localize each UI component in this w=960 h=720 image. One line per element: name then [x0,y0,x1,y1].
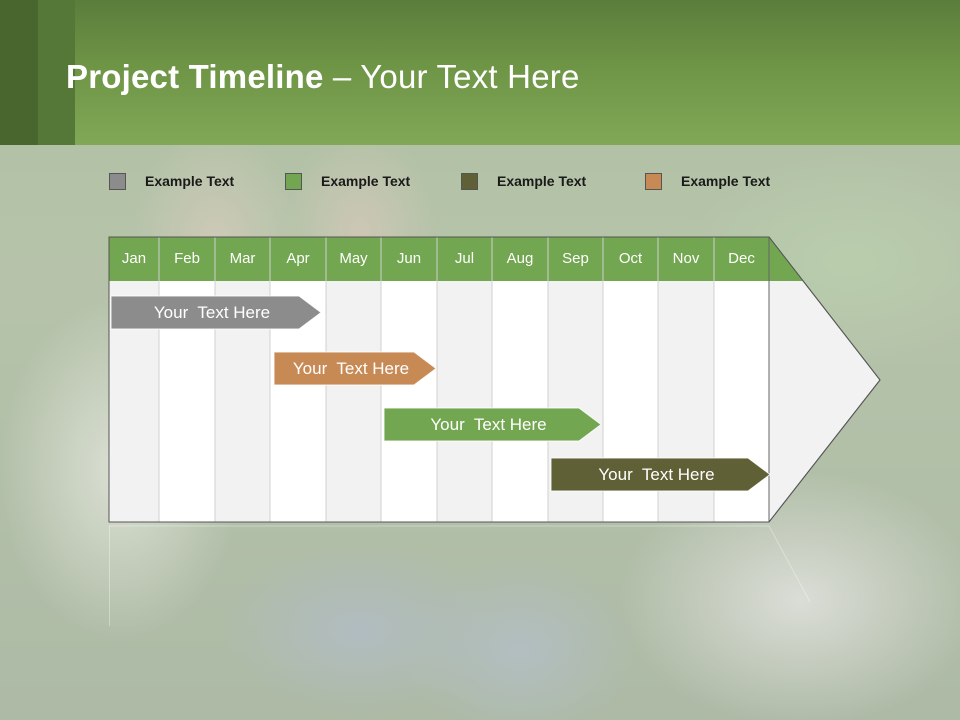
legend-swatch [109,172,126,190]
slide-title[interactable]: Project Timeline – Your Text Here [66,58,580,96]
legend-label: Example Text [145,173,235,189]
legend-item[interactable]: Example Text [109,170,234,192]
legend-label: Example Text [681,173,771,189]
banner-accent-bar [0,0,38,145]
banner-accent-bar [38,0,75,145]
legend-label: Example Text [497,173,587,189]
legend-item[interactable]: Example Text [285,170,410,192]
slide-title-rest: – Your Text Here [323,58,580,95]
legend-swatch [461,172,478,190]
legend-item[interactable]: Example Text [645,170,770,192]
legend-label: Example Text [321,173,411,189]
legend-item[interactable]: Example Text [461,170,586,192]
legend-swatch [285,172,302,190]
legend-swatch [645,172,662,190]
slide-title-bold: Project Timeline [66,58,324,95]
title-banner: Project Timeline – Your Text Here [0,0,960,145]
background-veil [0,145,960,720]
